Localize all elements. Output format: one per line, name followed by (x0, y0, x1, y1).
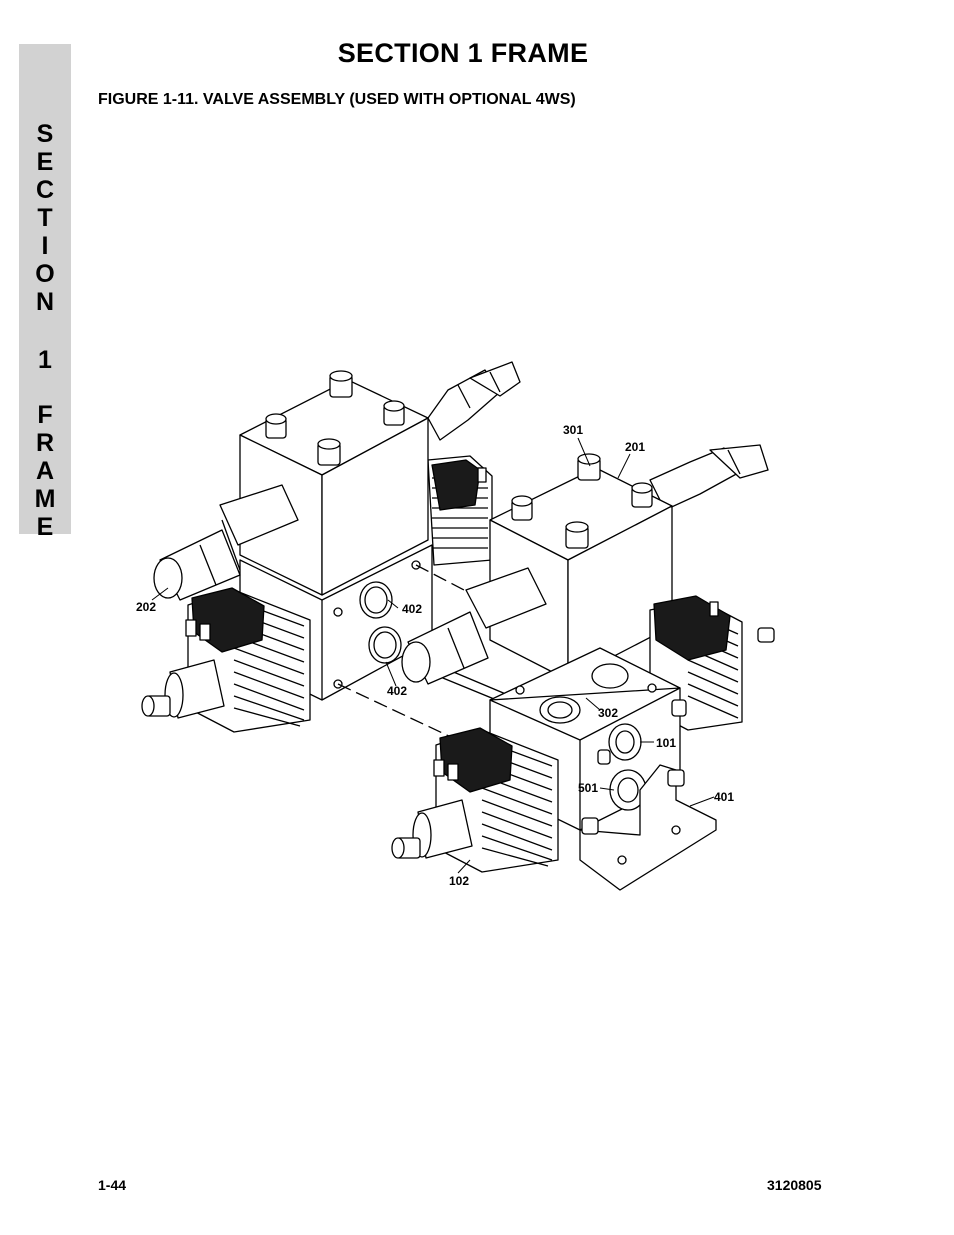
side-tab-letter: F (37, 401, 53, 429)
side-tab-letter: I (41, 232, 49, 260)
callout-201: 201 (625, 440, 645, 454)
side-tab-letter: E (36, 513, 54, 541)
side-tab-letter: R (35, 429, 55, 457)
left-coil-rear (427, 455, 493, 566)
side-tab-letter: M (34, 485, 56, 513)
block-cap-screw (265, 413, 287, 439)
left-cartridge-front (153, 484, 299, 601)
side-tab-letter: 1 (38, 346, 52, 374)
mounting-bracket (579, 764, 717, 891)
left-cartridge-rear (427, 361, 521, 441)
callout-101: 101 (656, 736, 676, 750)
block-cap-screw (317, 438, 341, 466)
block-cap-screw (565, 521, 589, 549)
block-cap-screw (383, 400, 405, 426)
document-number: 3120805 (767, 1177, 822, 1193)
block-cap-screw (631, 482, 653, 508)
side-tab-letter: T (37, 204, 53, 232)
block-cap-screw (577, 453, 601, 481)
figure-title: FIGURE 1-11. VALVE ASSEMBLY (USED WITH O… (98, 91, 576, 108)
block-cap-screw (329, 370, 353, 398)
section-title: SECTION 1 FRAME (337, 38, 589, 68)
callout-401: 401 (714, 790, 734, 804)
callout-302: 302 (598, 706, 618, 720)
right-cartridge-rear (649, 444, 769, 511)
block-cap-screw (511, 495, 533, 521)
callout-402-upper: 402 (402, 602, 422, 616)
side-tab-letter: O (35, 260, 55, 288)
callout-202: 202 (136, 600, 156, 614)
right-coil-front (391, 727, 559, 873)
right-cartridge-front (401, 567, 547, 685)
page-number: 1-44 (98, 1177, 127, 1193)
callout-402-lower: 402 (387, 684, 407, 698)
callout-501: 501 (578, 781, 598, 795)
side-tab-letter: N (35, 288, 55, 316)
side-tab-letter: C (35, 176, 55, 204)
callout-301: 301 (563, 423, 583, 437)
callout-labels: 301 201 202 402 402 302 101 501 401 102 (136, 423, 734, 888)
callout-leaders (151, 437, 715, 874)
callout-102: 102 (449, 874, 469, 888)
side-tab-letter: A (35, 457, 55, 485)
left-coil-front (141, 587, 311, 733)
side-tab-letter: S (36, 120, 54, 148)
right-valve-block (489, 453, 673, 681)
section-side-tab: S E C T I O N 1 F R A M E (19, 44, 71, 541)
side-tab-letter: E (36, 148, 54, 176)
